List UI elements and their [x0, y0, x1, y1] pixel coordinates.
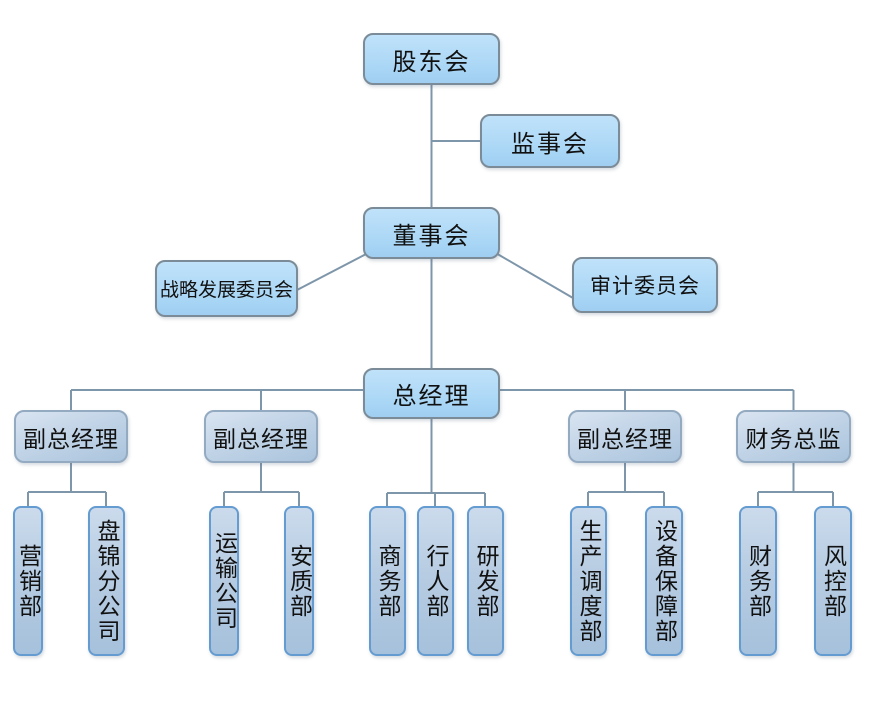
node-safety-quality-dept: 安质部 — [284, 506, 314, 656]
node-label: 生产调度部 — [576, 518, 602, 644]
node-deputy-gm-2: 副总经理 — [204, 410, 318, 463]
node-deputy-gm-3: 副总经理 — [568, 410, 682, 463]
node-panjin-branch: 盘锦分公司 — [88, 506, 125, 656]
node-equipment-support-dept: 设备保障部 — [645, 506, 683, 656]
node-supervisory-board: 监事会 — [480, 114, 620, 168]
node-rnd-dept: 研发部 — [467, 506, 504, 656]
node-finance-director: 财务总监 — [736, 410, 851, 463]
node-transport-company: 运输公司 — [209, 506, 239, 656]
node-label: 设备保障部 — [651, 518, 678, 644]
node-audit-committee: 审计委员会 — [572, 257, 718, 313]
node-label: 财务部 — [745, 543, 772, 619]
node-shareholders-meeting: 股东会 — [363, 33, 500, 85]
node-production-dispatch-dept: 生产调度部 — [570, 506, 607, 656]
node-label: 安质部 — [286, 543, 313, 619]
node-risk-control-dept: 风控部 — [814, 506, 852, 656]
node-finance-dept: 财务部 — [739, 506, 777, 656]
node-general-manager: 总经理 — [363, 368, 500, 419]
node-label: 行人部 — [423, 543, 449, 619]
node-marketing-dept: 营销部 — [13, 506, 43, 656]
node-label: 盘锦分公司 — [94, 518, 120, 644]
node-label: 研发部 — [473, 543, 499, 619]
node-label: 商务部 — [375, 543, 401, 619]
node-label: 营销部 — [15, 543, 42, 619]
node-board-of-directors: 董事会 — [363, 207, 500, 259]
node-label: 风控部 — [820, 543, 847, 619]
node-deputy-gm-1: 副总经理 — [14, 410, 128, 463]
node-strategy-committee: 战略发展委员会 — [155, 260, 298, 317]
node-label: 运输公司 — [211, 531, 238, 631]
node-commerce-dept: 商务部 — [369, 506, 406, 656]
node-admin-hr-dept: 行人部 — [417, 506, 454, 656]
